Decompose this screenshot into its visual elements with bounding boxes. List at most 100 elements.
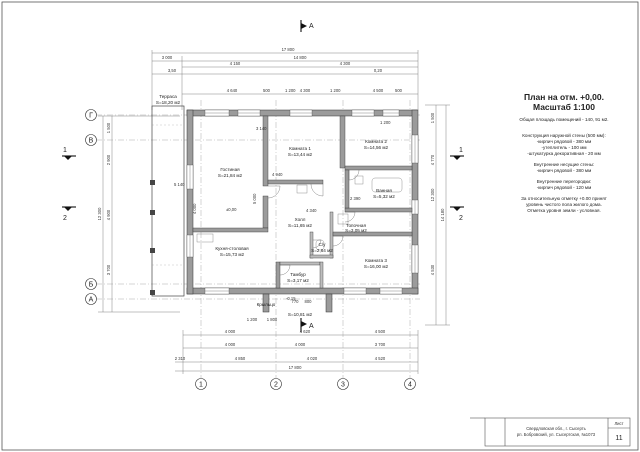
dim-window: 1 200 (285, 88, 296, 93)
section-label-a-bottom: А (309, 323, 314, 330)
dim-bottom-seg: 4 620 (300, 329, 311, 334)
axis-label-1: 1 (199, 382, 203, 389)
wall-construction-line: -кирпич рядовой - 380 мм (536, 139, 592, 144)
plan-scale: Масштаб 1:100 (533, 102, 595, 112)
stair (296, 184, 308, 194)
dim-bottom-outer: 2 310 (175, 356, 186, 361)
fixtures (196, 175, 403, 251)
address-line-2: рп. Бобровский, ул. Сысертская, №1073 (517, 432, 596, 437)
dim-interior: 4 000 (192, 203, 197, 214)
dim-bottom-seg2: 4 000 (295, 342, 306, 347)
dim-right-sub: 12 300 (430, 188, 435, 201)
dim-window: 500 (263, 88, 271, 93)
dim-bottom-sub: 770 (292, 299, 300, 304)
dim-top-mark-a: 3,50 (168, 68, 177, 73)
room-name-kitchen: Кухня-столовая (215, 246, 249, 251)
level-mark-porch: -0,15 (286, 296, 296, 301)
window-glazing (189, 112, 416, 292)
axis-marker-2 (270, 378, 282, 390)
room-area-bath: S=5,32 м2 (373, 194, 395, 199)
room-area-terrace: S=18,20 м2 (156, 100, 181, 105)
room-name-room3: Комната 3 (365, 258, 387, 263)
axis-label-4: 4 (408, 382, 412, 389)
dim-interior: 4 940 (272, 172, 283, 177)
axis-marker-3 (337, 378, 349, 390)
room-name-hall: Холл (295, 217, 306, 222)
axis-label-3: 3 (341, 382, 345, 389)
kitchen-counter (196, 233, 214, 243)
room-area-tambur: S=3,17 м2 (287, 278, 309, 283)
axis-label-v: В (89, 138, 94, 145)
axis-label-g: Г (89, 113, 93, 120)
wall-construction-line: Конструкция наружной стены (500 мм): (522, 133, 606, 138)
door-swings (267, 169, 360, 276)
dim-top-sub-a: 4 150 (230, 61, 241, 66)
bottom-dimensions (175, 330, 419, 374)
room-area-room2: S=14,56 м2 (364, 145, 389, 150)
section-label-2-right: 2 (459, 215, 463, 222)
room-name-room2: Комната 2 (365, 139, 387, 144)
wall-construction-line: -утеплитель - 100 мм (541, 145, 587, 150)
dim-bottom-seg2: 3 700 (375, 342, 386, 347)
dim-left-total: 12 300 (97, 207, 102, 220)
dim-bottom-outer: 4 020 (307, 356, 318, 361)
dim-interior: 5 140 (174, 182, 185, 187)
dim-top-total: 17 800 (282, 47, 295, 52)
top-window-dims: 500 1 200 1 200 500 (263, 88, 403, 93)
bathtub (371, 177, 403, 193)
dim-interior: 3 140 (256, 126, 267, 131)
room-area-hall: S=11,65 м2 (288, 223, 312, 228)
axis-marker-g (85, 109, 97, 121)
dim-right-seg: 4 770 (430, 154, 435, 165)
dim-left-seg: 2 900 (106, 154, 111, 165)
section-cut-arrows (64, 23, 461, 327)
dim-interior: 2 390 (350, 196, 361, 201)
room-area-kitchen: S=15,73 м2 (220, 252, 245, 257)
dim-top-mark-b: 0,20 (374, 68, 383, 73)
section-label-a-top: А (309, 23, 314, 30)
dim-window: 1 200 (330, 88, 341, 93)
dim-top-seg-c: 4 500 (373, 88, 384, 93)
room-name-porch: Крыльцо (257, 302, 276, 307)
level-mark-floor: ±0,00 (226, 207, 237, 212)
footnote-line: За относительную отметку +0.00 принят (521, 196, 607, 201)
dim-right-seg: 4 530 (430, 264, 435, 275)
dim-interior: 1 200 (380, 120, 391, 125)
section-label-1-right: 1 (459, 147, 463, 154)
axis-marker-4 (404, 378, 416, 390)
room-area-wc: S=2,64 м2 (311, 248, 333, 253)
axis-marker-v (85, 134, 97, 146)
room-name-living: Гостиная (220, 167, 240, 172)
sink (354, 175, 364, 185)
wall-construction-line: -штукатурка декоративная - 20 мм (527, 151, 601, 156)
top-dimensions (151, 50, 419, 110)
room-area-porch: S=10,81 м2 (288, 312, 313, 317)
dim-bottom-sub: 1 800 (267, 317, 278, 322)
dim-right-total: 14 180 (440, 208, 445, 221)
dim-window: 500 (395, 88, 403, 93)
toilet (315, 239, 325, 251)
terrace-column (150, 290, 155, 295)
room-name-boiler: Топочная (346, 223, 366, 228)
room-name-tambur: Тамбур (290, 272, 306, 277)
dim-left-seg: 1 500 (106, 122, 111, 133)
dim-top-seg-a: 4 640 (227, 88, 238, 93)
room-area-room1: S=13,44 м2 (288, 152, 313, 157)
axis-markers (85, 109, 416, 390)
dim-top-seg-b: 4 300 (300, 88, 311, 93)
room-area-boiler: S=3,05 м2 (345, 228, 367, 233)
boiler (337, 213, 349, 225)
left-dimensions (98, 115, 180, 313)
footnote-line: Отметка уровня земли - условная. (527, 208, 601, 213)
sheet-number: 11 (615, 435, 622, 442)
right-dimensions (425, 104, 450, 326)
plan-title: План на отм. +0,00. (524, 92, 604, 102)
room-labels: Терраса S=18,20 м2 Гостиная S=21,84 м2 К… (156, 94, 395, 317)
dim-bottom-seg: 4 500 (375, 329, 386, 334)
dim-bottom-outer: 4 520 (375, 356, 386, 361)
dim-bottom-sub: 1 200 (247, 317, 258, 322)
axis-marker-b (85, 278, 97, 290)
plan-notes: План на отм. +0,00. Масштаб 1:100 Общая … (496, 92, 632, 214)
dim-top-right: 14 800 (294, 55, 307, 60)
